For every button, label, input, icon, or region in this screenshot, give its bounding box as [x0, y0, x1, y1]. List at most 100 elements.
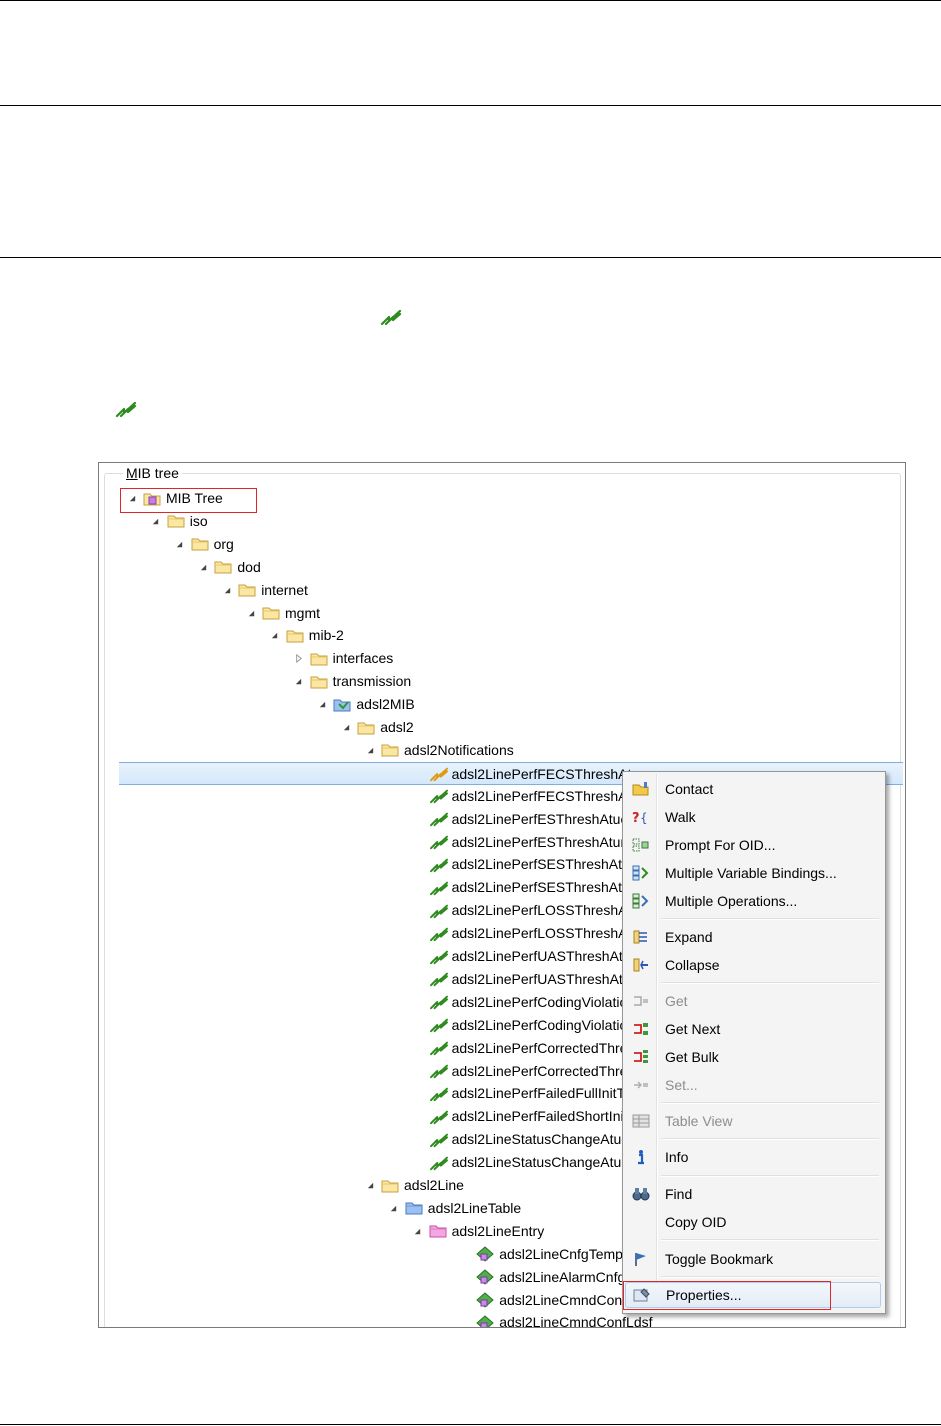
- menu-item-get-bulk[interactable]: Get Bulk: [625, 1044, 881, 1070]
- menu-item-get-next[interactable]: Get Next: [625, 1016, 881, 1042]
- tree-row[interactable]: adsl2LinePerfFailedShortInitThresh: [99, 1105, 903, 1128]
- menu-item-multiple-operations[interactable]: Multiple Operations...: [625, 888, 881, 914]
- menu-item-label: Info: [665, 1149, 689, 1165]
- tree-node-label: internet: [261, 581, 308, 598]
- menu-item-set[interactable]: Set...: [625, 1072, 881, 1098]
- menu-item-label: Multiple Variable Bindings...: [665, 865, 837, 881]
- expanded-arrow-icon[interactable]: [317, 700, 327, 710]
- collapsed-arrow-icon[interactable]: [294, 654, 304, 664]
- tree-row[interactable]: adsl2Line: [99, 1174, 903, 1197]
- tree-row[interactable]: adsl2Notifications: [99, 739, 903, 762]
- menu-item-find[interactable]: Find: [625, 1181, 881, 1207]
- tree-row[interactable]: adsl2LinePerfUASThreshAtuc: [99, 945, 903, 968]
- tree-row[interactable]: adsl2LineCmndConfLdsf: [99, 1311, 903, 1328]
- tree-node-label: adsl2LineCmndConfLdsf: [499, 1314, 653, 1328]
- expanded-arrow-icon[interactable]: [341, 723, 351, 733]
- menu-item-label: Copy OID: [665, 1214, 727, 1230]
- notification-icon: [429, 1086, 448, 1102]
- tree-node-label: adsl2LineTable: [427, 1199, 522, 1216]
- tree-node-label: adsl2Notifications: [404, 741, 514, 758]
- tree-row[interactable]: transmission: [99, 670, 903, 693]
- folder-icon: [381, 742, 399, 758]
- tree-row[interactable]: adsl2LinePerfFailedFullInitThresh: [99, 1082, 903, 1105]
- menu-item-table-view[interactable]: Table View: [625, 1108, 881, 1134]
- notification-icon: [429, 949, 448, 965]
- notification-icon: [115, 401, 137, 418]
- expanded-arrow-icon[interactable]: [127, 494, 137, 504]
- tree-row[interactable]: dod: [99, 556, 903, 579]
- expanded-arrow-icon[interactable]: [198, 562, 208, 572]
- tree-row[interactable]: adsl2: [99, 716, 903, 739]
- tree-node-label: adsl2LineStatusChangeAtur: [451, 1154, 626, 1171]
- folder-icon: [214, 559, 232, 575]
- tree-row[interactable]: MIB Tree: [99, 487, 903, 510]
- tree-row[interactable]: adsl2LinePerfSESThreshAtuc: [99, 853, 903, 876]
- tree-row[interactable]: adsl2LinePerfLOSSThreshAtur: [99, 922, 903, 945]
- expanded-arrow-icon[interactable]: [294, 677, 304, 687]
- tree-row[interactable]: adsl2LinePerfESThreshAtur: [99, 831, 903, 854]
- tree-row[interactable]: adsl2LineTable: [99, 1197, 903, 1220]
- tree-row[interactable]: adsl2LinePerfSESThreshAtur: [99, 876, 903, 899]
- tree-row[interactable]: adsl2MIB: [99, 693, 903, 716]
- expanded-arrow-icon[interactable]: [246, 608, 256, 618]
- menu-item-toggle-bookmark[interactable]: Toggle Bookmark: [625, 1246, 881, 1272]
- tree-node: MIB Tree: [127, 487, 223, 510]
- leaf-object-icon: [476, 1315, 494, 1327]
- notification-icon: [429, 766, 448, 782]
- expanded-arrow-icon[interactable]: [365, 1181, 375, 1191]
- tree-row[interactable]: adsl2LineCnfgTemplate: [99, 1243, 903, 1266]
- tree-row[interactable]: mgmt: [99, 602, 903, 625]
- menu-item-collapse[interactable]: Collapse: [625, 952, 881, 978]
- tree-row[interactable]: org: [99, 533, 903, 556]
- tree-row[interactable]: adsl2LinePerfESThreshAtuc: [99, 808, 903, 831]
- tree-node-label: adsl2LinePerfCorrectedThreshAtur: [451, 1062, 668, 1079]
- tree-node: adsl2LinePerfESThreshAtur: [413, 831, 625, 854]
- tree-row[interactable]: adsl2LineEntry: [99, 1220, 903, 1243]
- menu-item-get[interactable]: Get: [625, 988, 881, 1014]
- tree-node: internet: [222, 579, 308, 602]
- tree-node: adsl2LineCmndConfPmsf: [460, 1289, 658, 1312]
- properties-highlight: [623, 1281, 831, 1310]
- table-folder-icon: [405, 1200, 423, 1216]
- tree-row[interactable]: iso: [99, 510, 903, 533]
- set-icon: [625, 1072, 657, 1098]
- svg-text:?: ?: [632, 811, 640, 825]
- tree-row[interactable]: adsl2LinePerfCorrectedThreshAtur: [99, 1060, 903, 1083]
- tree-node: iso: [151, 510, 208, 533]
- expanded-arrow-icon[interactable]: [175, 539, 185, 549]
- tree-row[interactable]: adsl2LineCmndConfPmsf: [99, 1289, 903, 1312]
- expanded-arrow-icon[interactable]: [222, 585, 232, 595]
- tree-row[interactable]: mib-2: [99, 624, 903, 647]
- tree-row[interactable]: adsl2LineStatusChangeAtur: [99, 1151, 903, 1174]
- tree-node: adsl2LinePerfUASThreshAtuc: [413, 945, 638, 968]
- notification-icon: [429, 857, 448, 873]
- tree-row[interactable]: adsl2LineStatusChangeAtuc: [99, 1128, 903, 1151]
- tree-row[interactable]: adsl2LinePerfUASThreshAtur: [99, 968, 903, 991]
- expanded-arrow-icon[interactable]: [151, 516, 161, 526]
- bookmark-flag-icon: [625, 1246, 657, 1272]
- tree-node-label: transmission: [332, 673, 412, 690]
- contact-icon: [625, 776, 657, 802]
- tree-node-label: adsl2LineEntry: [451, 1222, 545, 1239]
- menu-item-contact[interactable]: Contact: [625, 776, 881, 802]
- tree-row[interactable]: adsl2LinePerfFECSThreshAtur: [99, 785, 903, 808]
- menu-item-properties[interactable]: Properties...: [625, 1282, 881, 1308]
- menu-item-copy-oid[interactable]: Copy OID: [625, 1209, 881, 1235]
- menu-item-label: Collapse: [665, 957, 720, 973]
- expanded-arrow-icon[interactable]: [389, 1203, 399, 1213]
- menu-item-walk[interactable]: ?{Walk: [625, 804, 881, 830]
- expanded-arrow-icon[interactable]: [270, 631, 280, 641]
- tree-row[interactable]: internet: [99, 579, 903, 602]
- tree-row[interactable]: adsl2LinePerfLOSSThreshAtuc: [99, 899, 903, 922]
- menu-item-prompt-for-oid[interactable]: Prompt For OID...: [625, 832, 881, 858]
- menu-separator: [661, 918, 879, 920]
- menu-item-info[interactable]: Info: [625, 1144, 881, 1170]
- menu-item-expand[interactable]: Expand: [625, 924, 881, 950]
- menu-item-multiple-variable-bindings[interactable]: Multiple Variable Bindings...: [625, 860, 881, 886]
- expanded-arrow-icon[interactable]: [413, 1226, 423, 1236]
- tree-row[interactable]: interfaces: [99, 647, 903, 670]
- expanded-arrow-icon[interactable]: [365, 745, 375, 755]
- tree-row[interactable]: adsl2LinePerfCorrectedThreshAtuc: [99, 1037, 903, 1060]
- menu-item-label: Get: [665, 993, 688, 1009]
- notification-icon: [429, 1017, 448, 1033]
